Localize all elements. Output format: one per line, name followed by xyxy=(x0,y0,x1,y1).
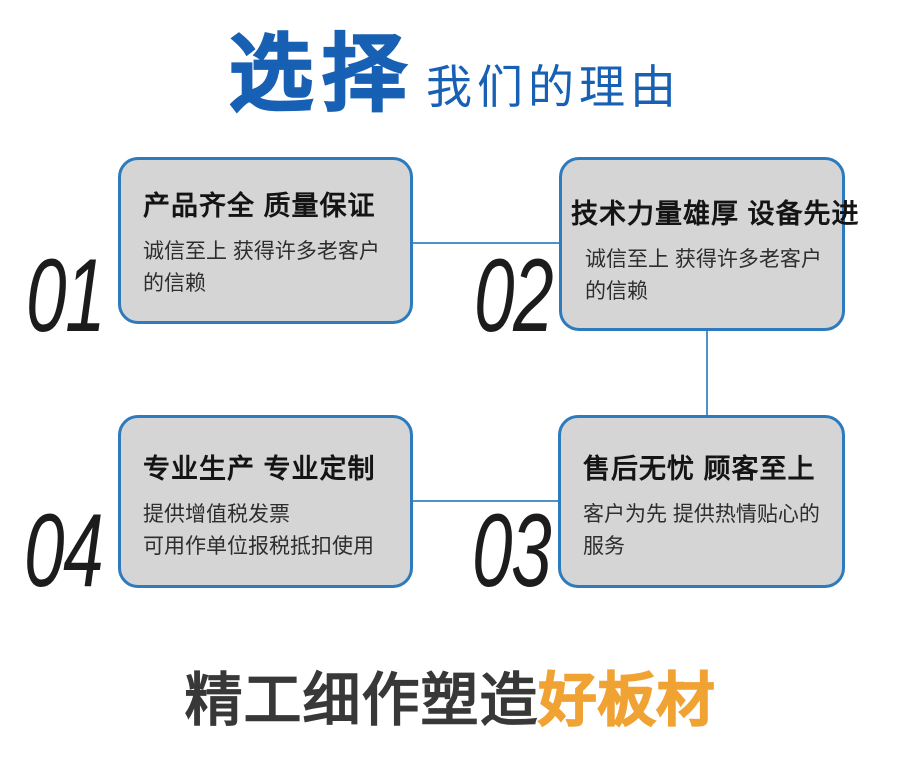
step-number-04: 04 xyxy=(24,493,104,609)
footer-slogan: 精工细作塑造好板材 xyxy=(0,667,900,735)
slogan-text: 精工细作塑造 xyxy=(184,668,539,733)
reason-card-2: 技术力量雄厚 设备先进 诚信至上 获得许多老客户 的信赖 xyxy=(559,157,860,331)
connector-line-right xyxy=(706,330,708,416)
connector-line-top xyxy=(411,242,561,244)
card-description: 诚信至上 获得许多老客户 的信赖 xyxy=(585,248,822,303)
slogan-highlight: 好板材 xyxy=(538,667,716,734)
step-number-03: 03 xyxy=(472,493,552,609)
card-title: 售后无忧 顾客至上 xyxy=(583,454,816,484)
reason-card-4: 专业生产 专业定制 提供增值税发票 可用作单位报税抵扣使用 xyxy=(118,415,413,588)
reason-card-1: 产品齐全 质量保证 诚信至上 获得许多老客户 的信赖 xyxy=(118,157,413,324)
reason-card-3: 售后无忧 顾客至上 客户为先 提供热情贴心的 服务 xyxy=(558,415,845,588)
card-title: 专业生产 专业定制 xyxy=(143,454,376,484)
card-description: 诚信至上 获得许多老客户 的信赖 xyxy=(143,240,380,295)
card-title: 技术力量雄厚 设备先进 xyxy=(571,199,860,229)
card-title: 产品齐全 质量保证 xyxy=(143,191,376,221)
page-title-highlight: 选择 xyxy=(228,27,416,121)
card-description: 客户为先 提供热情贴心的 服务 xyxy=(583,503,820,558)
page-title-text: 我们的理由 xyxy=(426,61,681,113)
card-description: 提供增值税发票 可用作单位报税抵扣使用 xyxy=(143,503,374,558)
step-number-02: 02 xyxy=(474,238,554,354)
step-number-01: 01 xyxy=(26,238,106,354)
connector-line-bottom xyxy=(411,500,560,502)
